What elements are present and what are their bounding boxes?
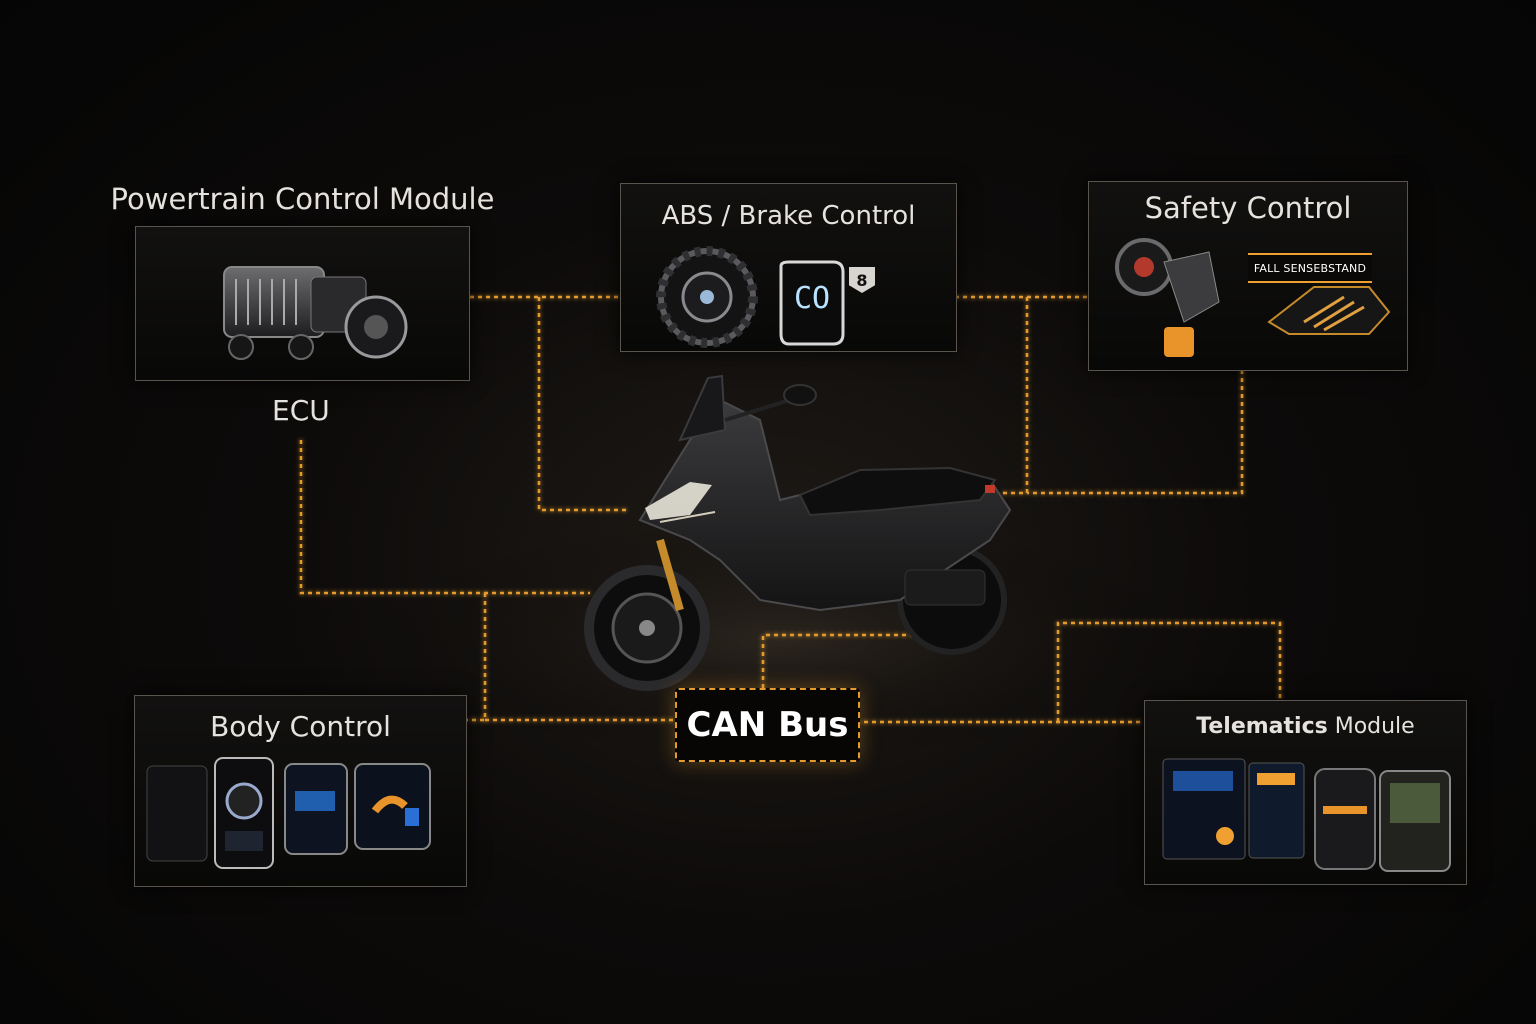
telematics-module-panel: Telematics Module: [1144, 700, 1467, 885]
can-bus-label: CAN Bus: [686, 705, 849, 745]
can-bus-box: CAN Bus: [675, 688, 860, 762]
engine-icon: [223, 266, 408, 360]
telematics-title-main: Telematics: [1196, 714, 1328, 739]
ecu-label: ECU: [272, 394, 330, 427]
abs-title: ABS / Brake Control: [661, 201, 916, 231]
telematics-device-icon: [1162, 758, 1451, 872]
display-screens-icon: [146, 757, 431, 869]
fall-sensor-icon: [1115, 238, 1391, 357]
safety-module-panel: Safety Control FALL SENSEBSTAND: [1088, 181, 1408, 371]
body-module-panel: Body Control: [134, 695, 467, 887]
abs-module-panel: ABS / Brake Control CO 8: [620, 183, 957, 352]
telematics-title: Telematics Module: [1145, 714, 1466, 739]
powertrain-module-panel: [135, 226, 470, 381]
powertrain-title: Powertrain Control Module: [110, 182, 495, 216]
body-title: Body Control: [210, 710, 391, 743]
safety-title: Safety Control: [1144, 191, 1352, 225]
fall-sensor-tag: FALL SENSEBSTAND: [1248, 253, 1372, 283]
telematics-title-rest: Module: [1327, 714, 1415, 739]
svg-text:CO: CO: [794, 281, 830, 316]
bus-wires: [299, 295, 1282, 724]
brake-disc-icon: CO: [656, 246, 845, 348]
